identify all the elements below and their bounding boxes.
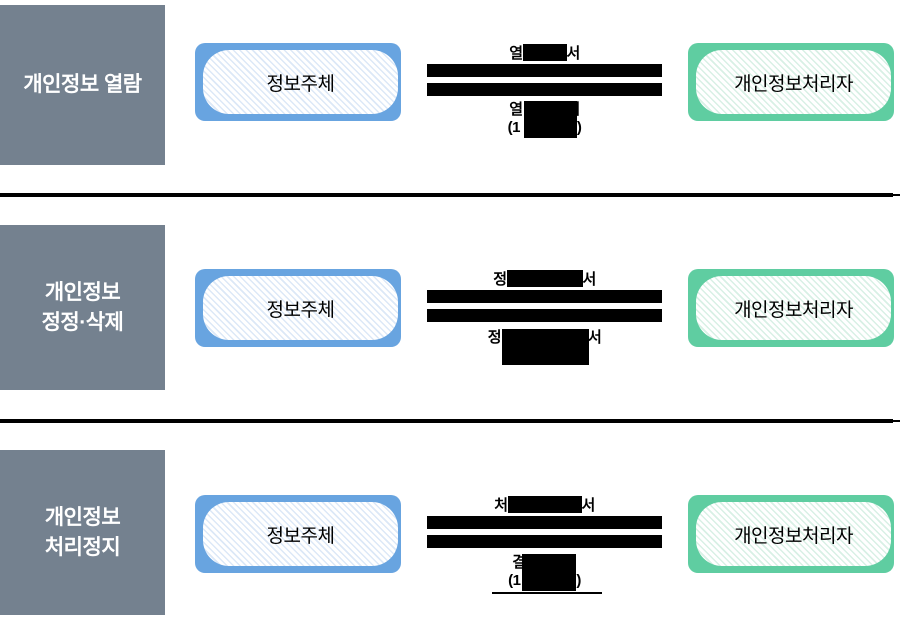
- processor-label: 개인정보처리자: [696, 502, 891, 566]
- response-note-line: (1): [427, 572, 662, 590]
- row-title-line2: 정정·삭제: [41, 310, 124, 334]
- data-subject-node: 정보주체: [195, 269, 401, 347]
- request-label-suffix: 서: [581, 497, 596, 514]
- request-arrow-redacted: [427, 290, 662, 303]
- response-arrow-redacted: [427, 535, 662, 548]
- processor-label: 개인정보처리자: [696, 276, 891, 340]
- row-title-suspension: 개인정보 처리정지: [0, 450, 165, 615]
- processor-node: 개인정보처리자: [688, 495, 894, 573]
- request-label-suffix: 서: [582, 271, 597, 288]
- section-divider: [0, 193, 893, 197]
- response-note-suffix: ): [576, 119, 582, 136]
- response-arrow-redacted: [427, 83, 662, 96]
- redaction-bar: [506, 270, 583, 287]
- redaction-block: [522, 554, 576, 591]
- response-note-prefix: (1: [507, 119, 521, 136]
- data-subject-label: 정보주체: [203, 50, 398, 114]
- row-title-access: 개인정보 열람: [0, 5, 165, 165]
- data-subject-node: 정보주체: [195, 495, 401, 573]
- redaction-bar: [522, 44, 567, 61]
- processor-label: 개인정보처리자: [696, 50, 891, 114]
- processor-node: 개인정보처리자: [688, 43, 894, 121]
- request-label-suffix: 서: [566, 45, 581, 62]
- request-arrow-redacted: [427, 64, 662, 77]
- row-title-correction: 개인정보 정정·삭제: [0, 225, 165, 390]
- response-label-prefix: 열: [509, 101, 523, 118]
- response-note-suffix: ): [576, 572, 581, 589]
- request-label-prefix: 정: [493, 271, 507, 288]
- redaction-block: [502, 329, 589, 365]
- processor-node: 개인정보처리자: [688, 269, 894, 347]
- row-title-line1: 개인정보 열람: [23, 73, 142, 96]
- row-title-line1: 개인정보: [44, 505, 121, 529]
- section-divider: [0, 419, 893, 423]
- section-divider-tail: [893, 194, 900, 196]
- request-arrow-redacted: [427, 516, 662, 529]
- data-subject-label: 정보주체: [203, 276, 398, 340]
- data-subject-node: 정보주체: [195, 43, 401, 121]
- redaction-bar: [507, 496, 582, 513]
- row-title-line2: 처리정지: [44, 535, 121, 559]
- request-label-prefix: 열: [509, 45, 523, 62]
- response-label-prefix: 정: [487, 329, 502, 346]
- row-title-line1: 개인정보: [44, 280, 121, 304]
- section-divider-tail: [893, 420, 900, 422]
- response-note-prefix: (1: [508, 572, 521, 589]
- response-note-line: (1): [427, 119, 662, 137]
- response-label-suffix: 서: [588, 329, 602, 346]
- data-subject-label: 정보주체: [203, 502, 398, 566]
- response-arrow-redacted: [427, 309, 662, 322]
- redaction-block: [524, 101, 577, 138]
- request-label-prefix: 처: [494, 497, 508, 514]
- redaction-underline: [492, 592, 602, 594]
